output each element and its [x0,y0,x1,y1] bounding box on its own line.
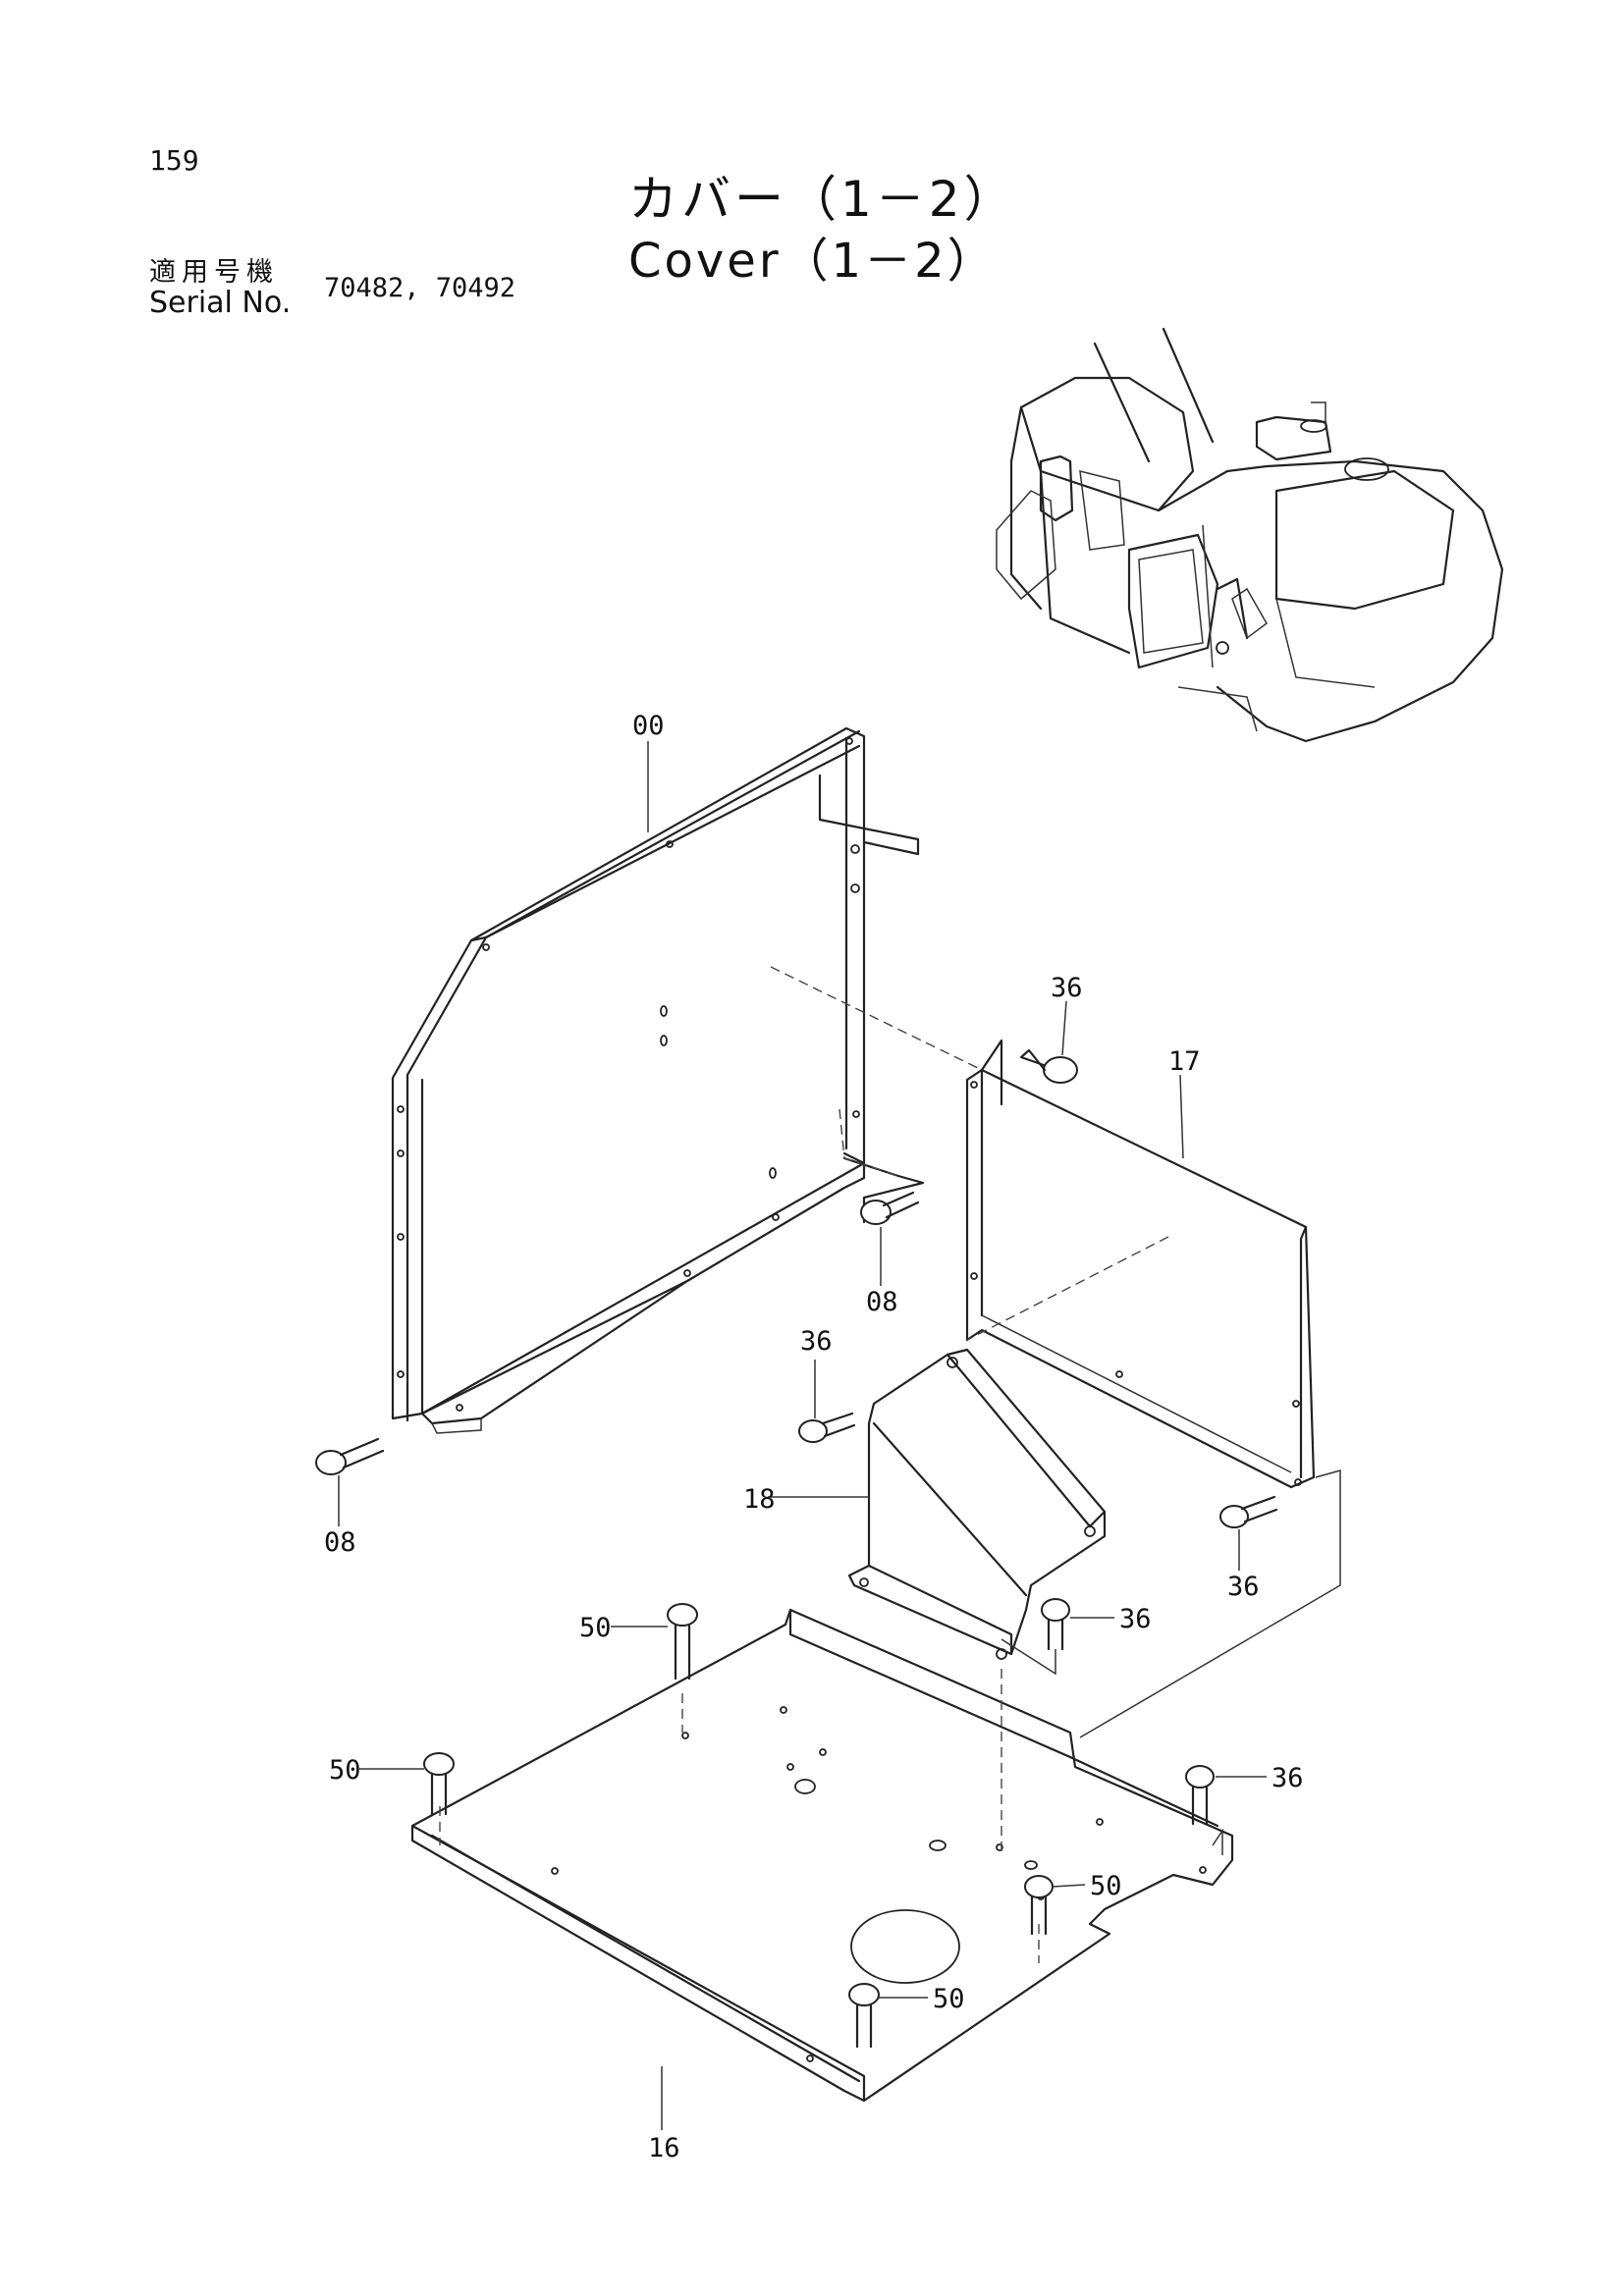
callout-50: 50 [933,1984,965,2014]
bolt-08-a [861,1193,918,1224]
bolt-36-b [799,1414,854,1442]
callout-08: 08 [324,1527,356,1558]
title-japanese: カバー（1－2） [628,171,1017,228]
callout-00: 00 [632,711,665,741]
bolt-36-e [1186,1766,1214,1824]
bolt-50-b [424,1753,454,1814]
callout-36: 36 [1271,1763,1304,1793]
title-english: Cover（1－2） [628,234,998,289]
bolt-50-d [849,1984,879,2047]
bolt-50-a [668,1604,697,1679]
callout-17: 17 [1168,1046,1201,1077]
part-17-panel [967,1041,1340,1737]
serial-label-english: Serial No. [149,286,292,320]
serial-numbers: 70482, 70492 [324,273,516,303]
callout-50: 50 [579,1613,612,1643]
bolt-36-a [1021,1050,1077,1083]
bolt-36-d [1042,1599,1069,1649]
callout-18: 18 [743,1484,776,1515]
bolt-36-c [1220,1497,1276,1527]
callout-50: 50 [329,1755,361,1786]
part-00-frame [393,728,982,1433]
page-number: 159 [149,144,199,177]
part-16-base-plate [412,1610,1232,2101]
callout-36: 36 [1051,973,1083,1003]
bolt-08-b [316,1439,383,1474]
excavator-overview-illustration [997,329,1502,741]
callout-16: 16 [648,2133,680,2163]
leader-lines [339,741,1267,2130]
callout-36: 36 [1119,1604,1152,1634]
serial-label-japanese: 適用号機 [149,257,279,288]
callout-08: 08 [866,1287,898,1317]
part-18-bracket [849,1350,1105,1674]
callout-36: 36 [1227,1572,1260,1602]
callout-50: 50 [1090,1871,1122,1901]
callout-36: 36 [800,1326,833,1357]
